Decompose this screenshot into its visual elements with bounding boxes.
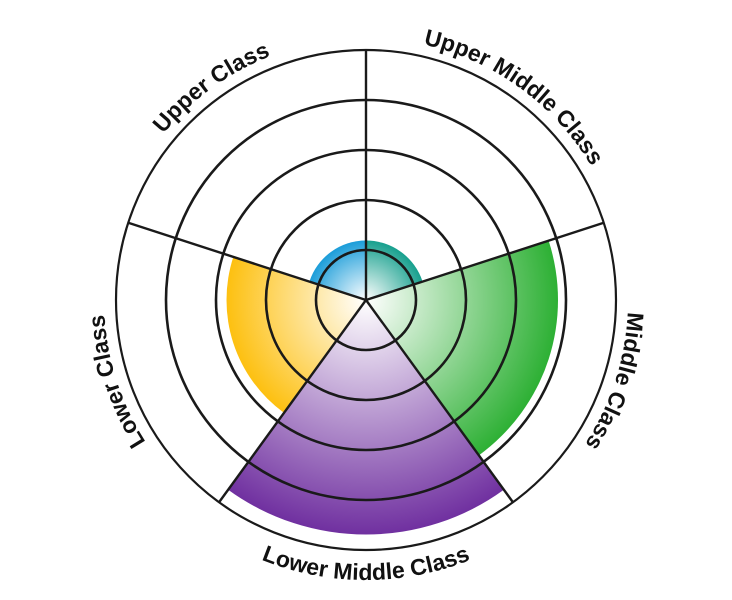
sector-lower-middle-class	[228, 300, 504, 535]
grid	[114, 48, 618, 552]
sector-lower-class	[226, 256, 366, 413]
sector-divider	[218, 299, 367, 503]
label-upper-class: Upper Class	[147, 36, 272, 137]
label-lower-class: Lower Class	[83, 314, 150, 453]
label-lower-middle-class: Lower Middle Class	[259, 540, 472, 585]
sector-divider	[365, 299, 514, 503]
label-upper-middle-class: Upper Middle Class	[422, 24, 609, 169]
sectors	[226, 240, 558, 535]
sector-divider	[365, 221, 605, 302]
sector-middle-class	[366, 240, 558, 456]
sector-divider	[127, 221, 367, 302]
